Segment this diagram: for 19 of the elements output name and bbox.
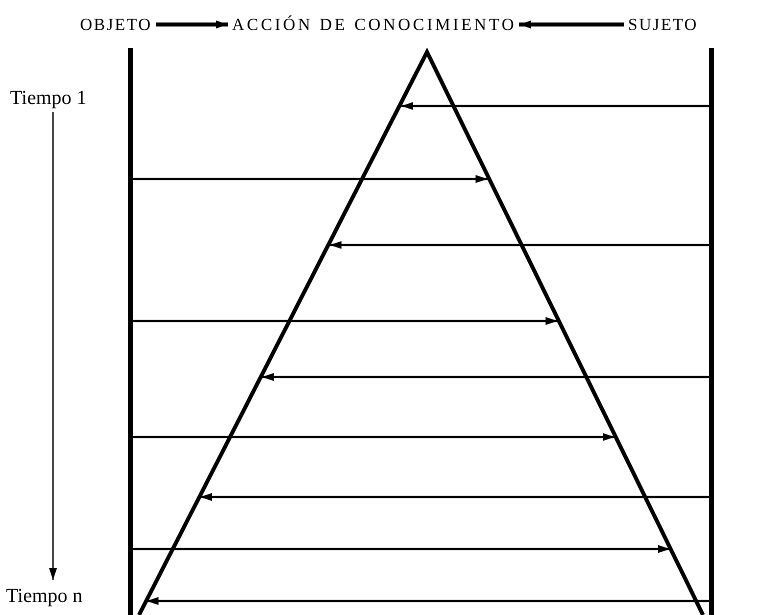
node-label: OBJETO <box>80 16 152 33</box>
node-label: Tiempo 1 <box>10 88 87 108</box>
arrow <box>133 545 670 553</box>
arrow <box>133 433 615 441</box>
arrow <box>49 112 57 580</box>
arrow <box>330 241 709 249</box>
node-label: Tiempo n <box>6 586 83 606</box>
arrow <box>146 597 709 605</box>
node-label: SUJETO <box>628 16 698 33</box>
arrow <box>401 102 709 110</box>
arrow <box>133 317 558 325</box>
node-label: ACCIÓN DE CONOCIMIENTO <box>232 16 516 33</box>
arrow <box>156 20 228 28</box>
arrow <box>200 493 709 501</box>
arrow <box>262 373 709 381</box>
vertical-bar <box>128 48 133 615</box>
arrow <box>519 20 624 28</box>
arrow <box>133 175 488 183</box>
vertical-bar <box>709 48 714 615</box>
